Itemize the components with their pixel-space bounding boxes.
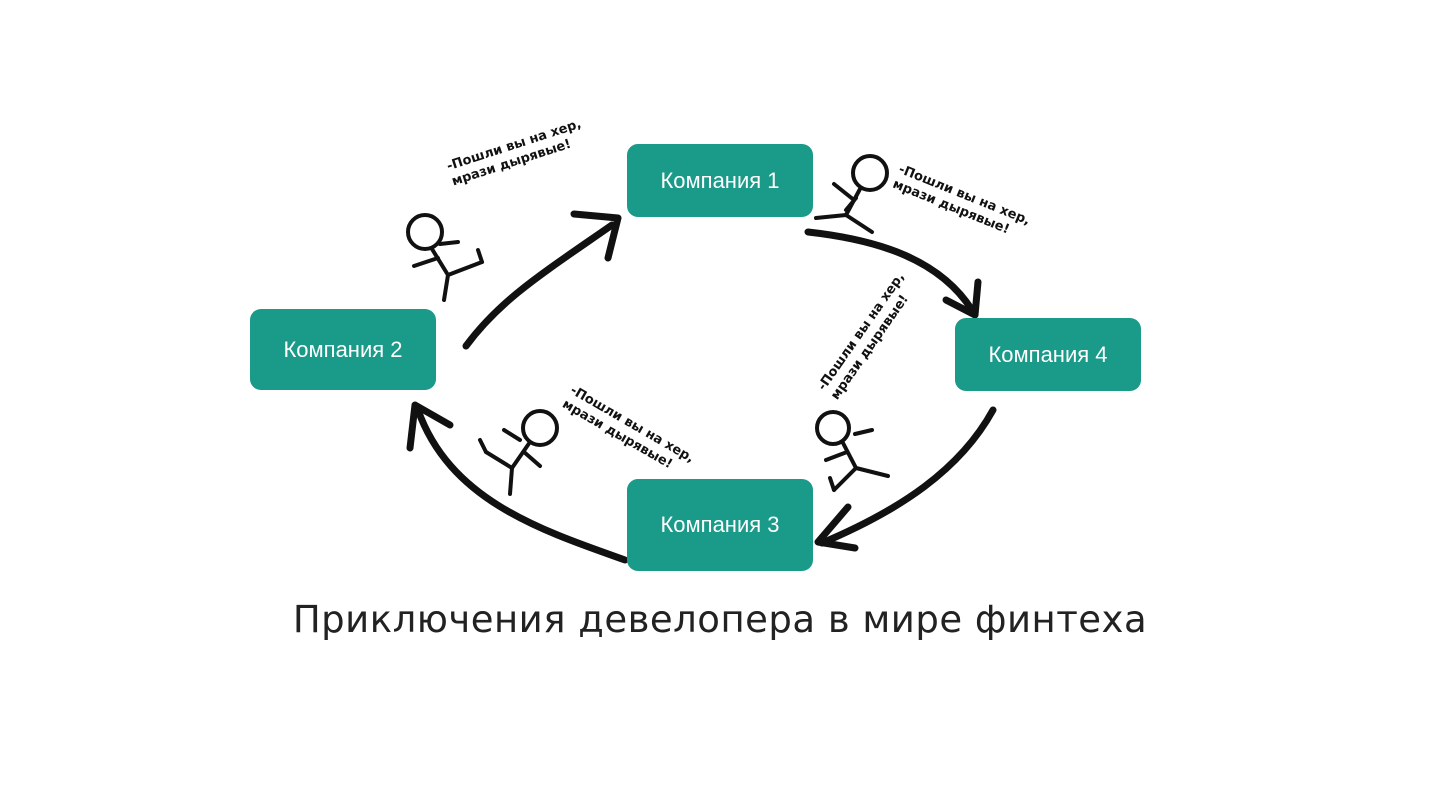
company-3-label: Компания 3	[660, 512, 780, 537]
arrow-4-to-3	[818, 406, 997, 547]
company-4-label: Компания 4	[988, 341, 1108, 367]
diagram-caption: Приключения девелопера в мире финтеха	[292, 598, 1148, 641]
arrow-3-to-2	[414, 406, 629, 564]
stick-figure-top-left	[406, 213, 484, 302]
company-2-box: Компания 2	[250, 309, 436, 390]
company-4-box: Компания 4	[955, 318, 1141, 391]
arrow-2-to-1	[462, 221, 616, 350]
company-3-box: Компания 3	[627, 479, 813, 571]
company-1-label: Компания 1	[660, 167, 780, 193]
stick-figure-bottom-right	[815, 410, 890, 492]
arrowhead-2-to-1	[570, 210, 622, 262]
company-1-box: Компания 1	[627, 144, 813, 217]
stick-figure-top-right	[814, 154, 889, 234]
arrowhead-3-to-2	[406, 401, 454, 452]
stick-figure-bottom-left	[478, 409, 559, 496]
arrow-1-to-4	[804, 228, 976, 314]
company-2-label: Компания 2	[283, 336, 403, 362]
arrowhead-4-to-3	[814, 503, 859, 552]
arrowhead-1-to-4	[942, 278, 982, 319]
